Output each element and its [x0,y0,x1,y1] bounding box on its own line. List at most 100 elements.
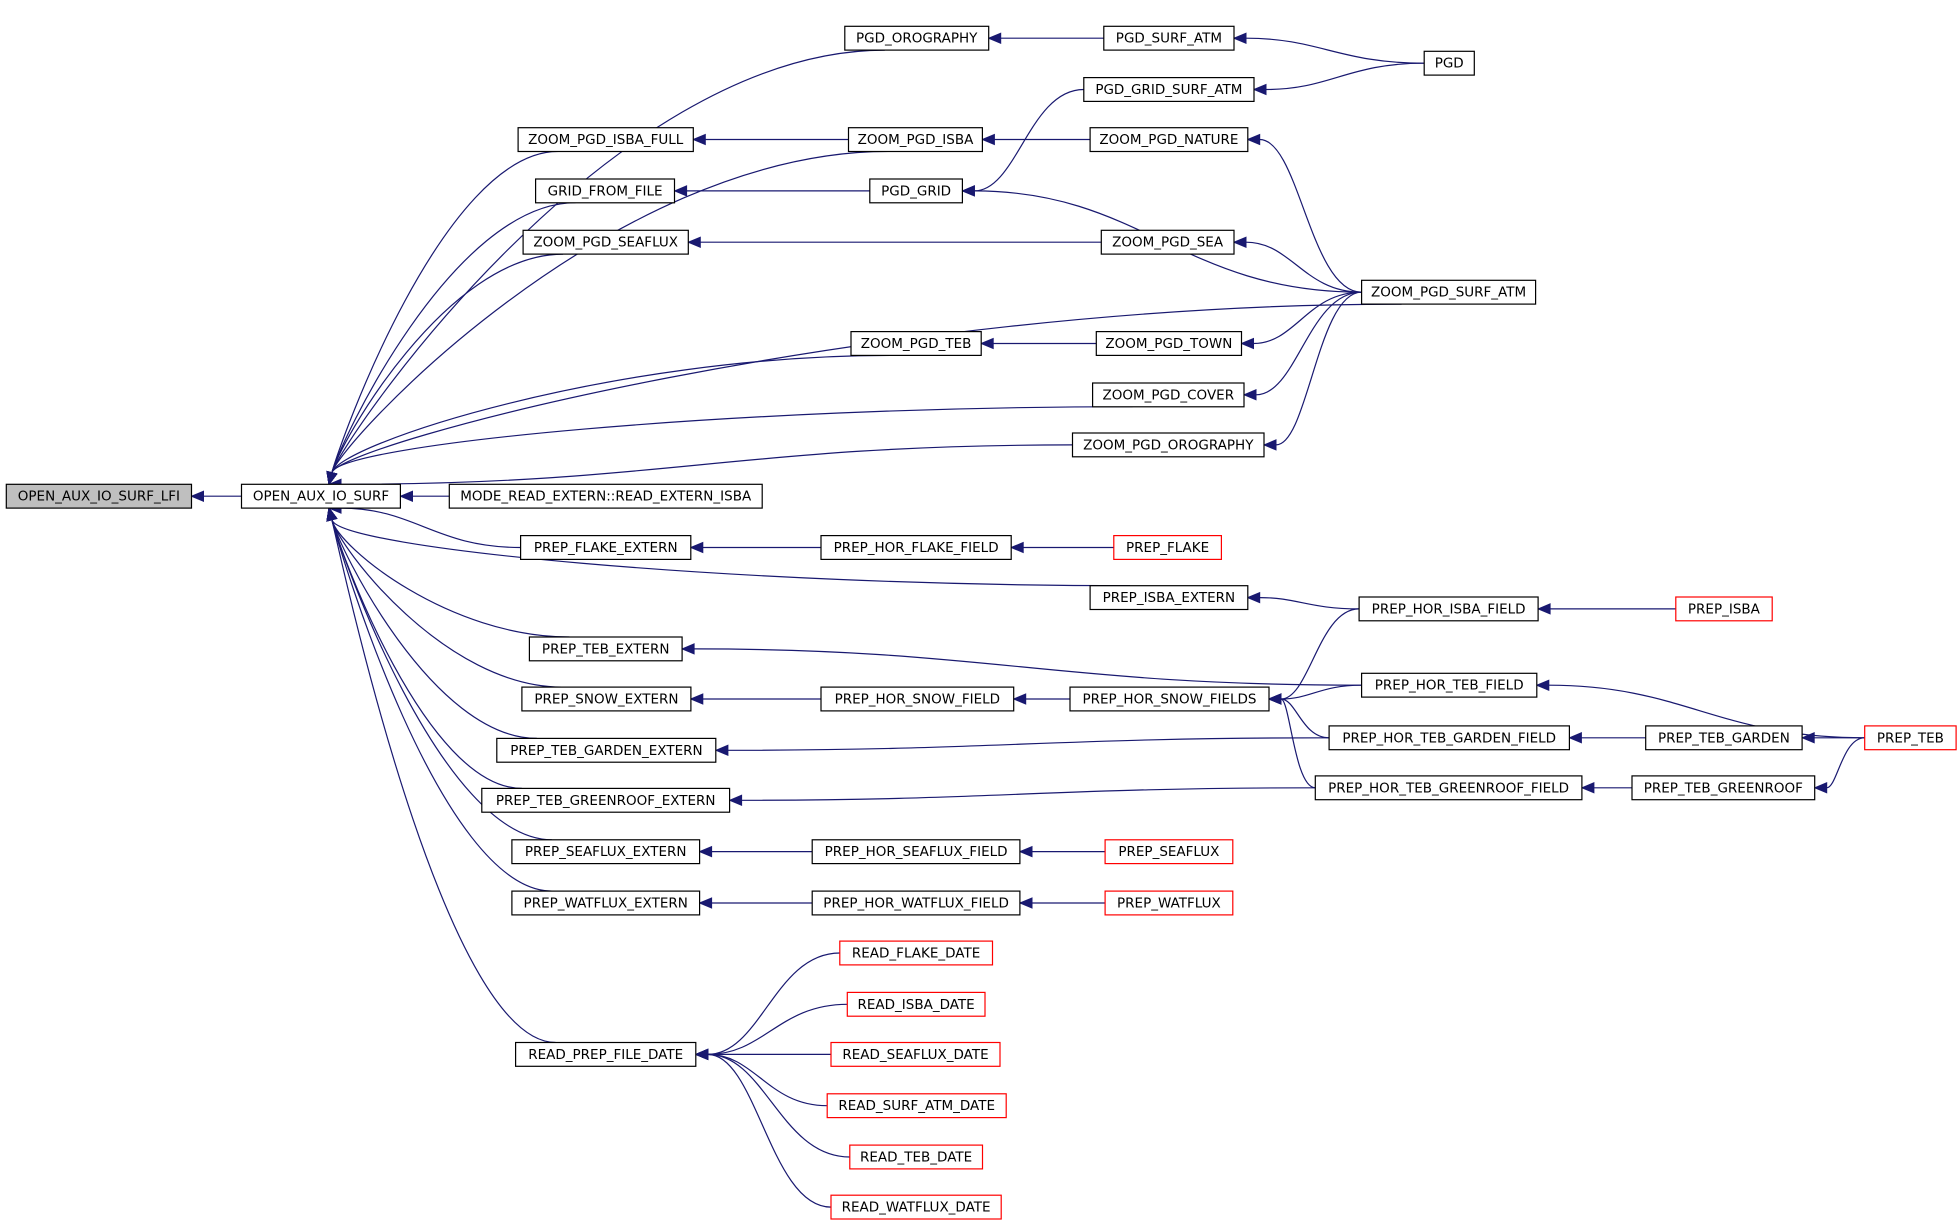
node-box [1645,725,1803,751]
node-prep-teb-garden[interactable]: PREP_TEB_GARDEN [1645,725,1803,751]
node-pgd-grid-surf-atm[interactable]: PGD_GRID_SURF_ATM [1083,76,1255,102]
edge-arrowhead [714,744,729,757]
node-prep-hor-watflux-field[interactable]: PREP_HOR_WATFLUX_FIELD [811,890,1021,916]
edge-prep-seaflux-extern-to-open-aux-io-surf [331,519,552,841]
node-prep-teb-garden-extern[interactable]: PREP_TEB_GARDEN_EXTERN [496,737,717,763]
edge-zoom-pgd-cover-to-open-aux-io-surf [331,406,1133,473]
node-read-teb-date[interactable]: READ_TEB_DATE [849,1144,984,1170]
edge-arrowhead [1536,603,1551,615]
node-open-aux-io-surf-lfi[interactable]: OPEN_AUX_IO_SURF_LFI [5,483,193,509]
edge-arrowhead [1232,236,1247,248]
node-prep-teb-extern[interactable]: PREP_TEB_EXTERN [528,636,683,662]
node-read-surf-atm-date[interactable]: READ_SURF_ATM_DATE [826,1093,1007,1119]
node-grid-from-file[interactable]: GRID_FROM_FILE [534,178,676,204]
node-zoom-pgd-surf-atm[interactable]: ZOOM_PGD_SURF_ATM [1360,279,1537,305]
node-box [830,1194,1002,1220]
node-prep-hor-snow-fields[interactable]: PREP_HOR_SNOW_FIELDS [1069,686,1270,712]
node-label: PGD_GRID_SURF_ATM [1095,82,1242,98]
edge-arrowhead [689,541,704,554]
edges-layer [190,32,1865,1208]
node-prep-teb-greenroof[interactable]: PREP_TEB_GREENROOF [1631,775,1816,801]
node-prep-isba[interactable]: PREP_ISBA [1675,596,1773,622]
edge-arrowhead [961,185,975,197]
node-label: ZOOM_PGD_NATURE [1099,132,1238,148]
edge-read-watflux-date-to-read-prep-file-date [707,1053,832,1208]
edge-prep-hor-teb-field-to-prep-teb-extern [694,648,1362,686]
node-box [1095,331,1243,357]
node-prep-hor-teb-garden-field[interactable]: PREP_HOR_TEB_GARDEN_FIELD [1328,725,1570,751]
edge-arrowhead [694,1048,709,1061]
node-box [1100,229,1235,255]
node-label: PREP_TEB_GREENROOF_EXTERN [496,793,716,809]
node-prep-teb-greenroof-extern[interactable]: PREP_TEB_GREENROOF_EXTERN [481,787,731,813]
edge-arrowhead [1262,439,1277,451]
node-box [1089,127,1249,153]
edge-arrowhead [1568,732,1582,744]
node-label: PREP_HOR_ISBA_FIELD [1372,601,1526,617]
edge-arrowhead [686,236,701,248]
edge-arrowhead [1012,693,1027,705]
edge-arrowhead [1800,732,1815,744]
node-label: PREP_HOR_SEAFLUX_FIELD [825,844,1008,860]
node-read-prep-file-date[interactable]: READ_PREP_FILE_DATE [514,1041,697,1067]
node-pgd-surf-atm[interactable]: PGD_SURF_ATM [1103,25,1235,51]
node-prep-hor-teb-greenroof-field[interactable]: PREP_HOR_TEB_GREENROOF_FIELD [1314,775,1583,801]
node-prep-hor-seaflux-field[interactable]: PREP_HOR_SEAFLUX_FIELD [811,839,1021,865]
edge-pgd-grid-surf-atm-to-pgd-grid [974,88,1084,192]
node-mode-read-extern[interactable]: MODE_READ_EXTERN::READ_EXTERN_ISBA [448,483,763,509]
node-pgd[interactable]: PGD [1423,50,1475,76]
node-prep-seaflux-extern[interactable]: PREP_SEAFLUX_EXTERN [511,839,701,865]
node-read-seaflux-date[interactable]: READ_SEAFLUX_DATE [830,1041,1001,1067]
node-prep-watflux[interactable]: PREP_WATFLUX [1104,890,1234,916]
node-box [844,25,990,51]
edge-prep-flake-extern-to-open-aux-io-surf [340,507,521,549]
node-zoom-pgd-isba-full[interactable]: ZOOM_PGD_ISBA_FULL [517,127,694,153]
node-pgd-orography[interactable]: PGD_OROGRAPHY [844,25,990,51]
node-zoom-pgd-orography[interactable]: ZOOM_PGD_OROGRAPHY [1071,432,1265,458]
edge-zoom-pgd-surf-atm-to-zoom-pgd-sea [1245,241,1362,293]
node-prep-hor-snow-field[interactable]: PREP_HOR_SNOW_FIELD [820,686,1015,712]
node-box [240,483,401,509]
node-zoom-pgd-sea[interactable]: ZOOM_PGD_SEA [1100,229,1235,255]
node-prep-hor-teb-field[interactable]: PREP_HOR_TEB_FIELD [1360,672,1538,698]
node-label: READ_SEAFLUX_DATE [842,1047,988,1063]
node-box [1423,50,1475,76]
node-zoom-pgd-seaflux[interactable]: ZOOM_PGD_SEAFLUX [522,229,689,255]
node-box [839,940,994,966]
node-zoom-pgd-teb[interactable]: ZOOM_PGD_TEB [850,331,982,357]
edge-arrowhead [698,845,713,858]
node-zoom-pgd-town[interactable]: ZOOM_PGD_TOWN [1095,331,1243,357]
node-zoom-pgd-cover[interactable]: ZOOM_PGD_COVER [1091,382,1245,408]
edge-read-isba-date-to-read-prep-file-date [707,1003,848,1055]
node-prep-flake-extern[interactable]: PREP_FLAKE_EXTERN [519,534,692,560]
edge-zoom-pgd-surf-atm-to-zoom-pgd-cover [1255,291,1362,396]
node-label: GRID_FROM_FILE [548,183,663,199]
edge-zoom-pgd-isba-to-open-aux-io-surf [331,150,889,473]
node-prep-hor-isba-field[interactable]: PREP_HOR_ISBA_FIELD [1358,596,1539,622]
edge-arrowhead [1535,679,1550,691]
node-read-watflux-date[interactable]: READ_WATFLUX_DATE [830,1194,1002,1220]
node-box [847,127,983,153]
edge-arrowhead [1009,541,1024,554]
edge-zoom-pgd-surf-atm-to-zoom-pgd-town [1253,291,1362,345]
node-box [5,483,193,509]
node-pgd-grid[interactable]: PGD_GRID [869,178,963,204]
node-open-aux-io-surf[interactable]: OPEN_AUX_IO_SURF [240,483,401,509]
node-prep-flake[interactable]: PREP_FLAKE [1113,534,1223,560]
node-label: PREP_SEAFLUX [1118,844,1219,860]
node-prep-isba-extern[interactable]: PREP_ISBA_EXTERN [1089,585,1249,611]
node-label: READ_WATFLUX_DATE [842,1200,991,1216]
edge-arrowhead [1018,845,1033,858]
node-prep-watflux-extern[interactable]: PREP_WATFLUX_EXTERN [511,890,701,916]
node-zoom-pgd-nature[interactable]: ZOOM_PGD_NATURE [1089,127,1249,153]
node-prep-hor-flake-field[interactable]: PREP_HOR_FLAKE_FIELD [820,534,1012,560]
node-read-flake-date[interactable]: READ_FLAKE_DATE [839,940,994,966]
node-read-isba-date[interactable]: READ_ISBA_DATE [846,991,986,1017]
node-prep-seaflux[interactable]: PREP_SEAFLUX [1104,839,1234,865]
edge-grid-from-file-to-open-aux-io-surf [331,202,576,473]
node-zoom-pgd-isba[interactable]: ZOOM_PGD_ISBA [847,127,983,153]
node-box [1631,775,1816,801]
node-prep-teb[interactable]: PREP_TEB [1864,725,1957,751]
edge-arrowhead [1252,83,1267,96]
node-prep-snow-extern[interactable]: PREP_SNOW_EXTERN [521,686,692,712]
